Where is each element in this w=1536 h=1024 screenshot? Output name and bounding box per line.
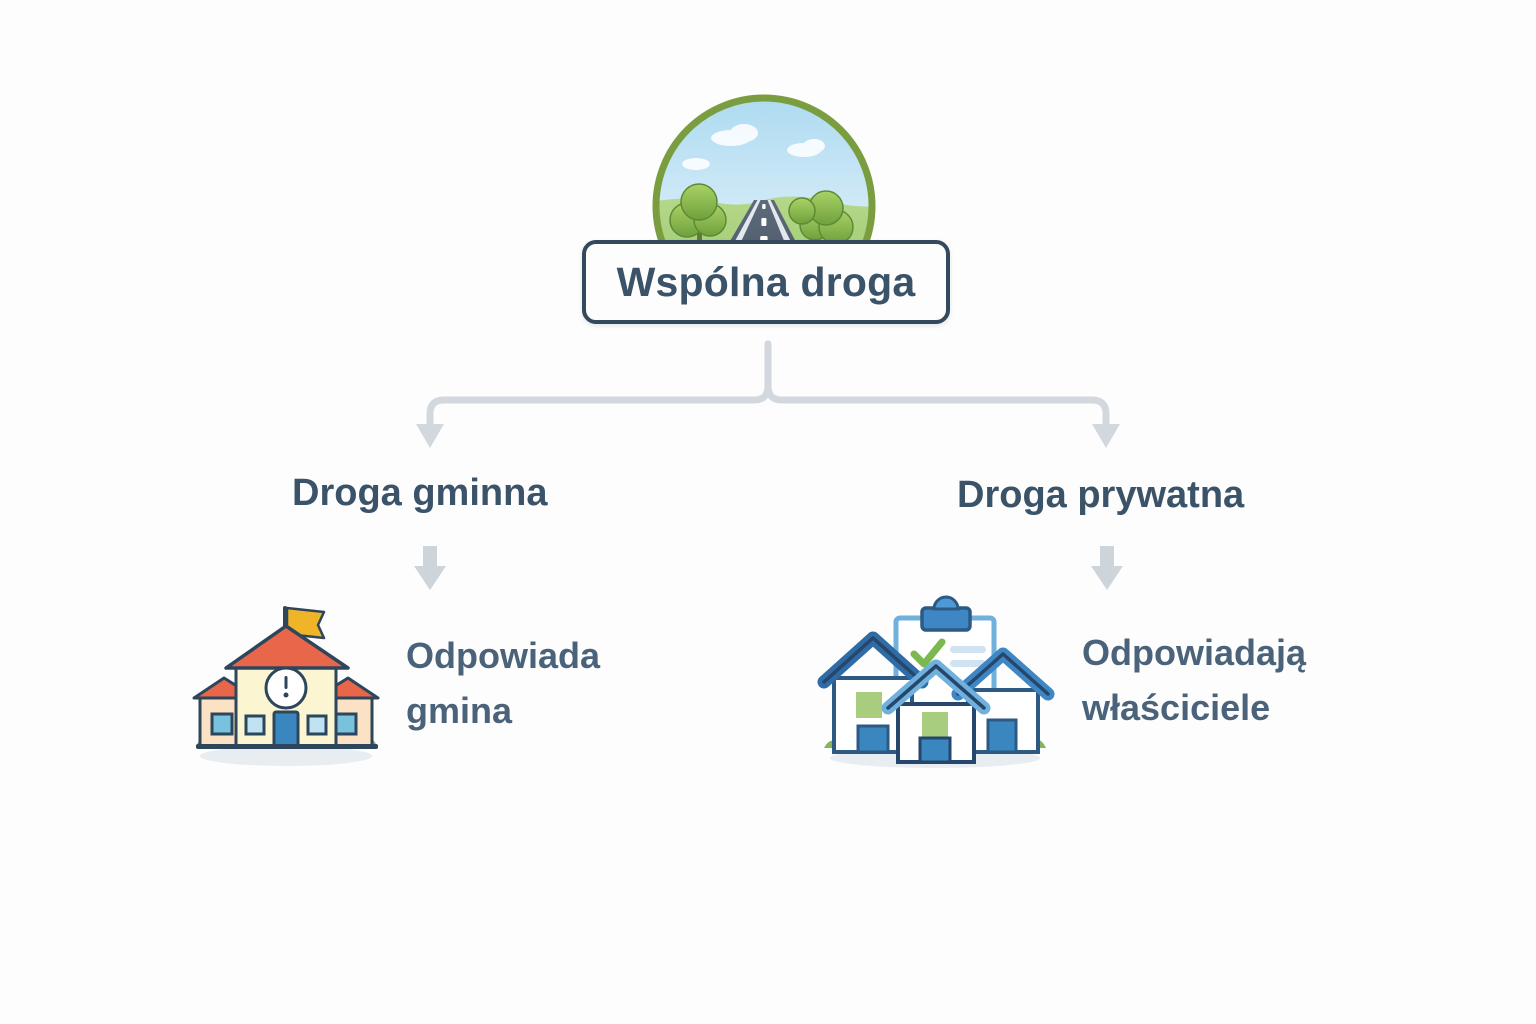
house-right [951,647,1055,754]
arrowhead-left-leaf [414,566,446,590]
house-center [881,659,991,764]
connector-left-leaf [423,546,437,570]
root-node[interactable]: Wspólna droga [582,240,950,324]
leaf-group-gmina: Odpowiada gmina [178,598,600,770]
connector-right-leaf [1100,546,1114,570]
arrowhead-left-branch [416,424,444,448]
check-icon [910,638,946,668]
leaf-group-wlasciciele: Odpowiadają właściciele [800,592,1306,770]
leaf-text-odpowiada-gmina: Odpowiada gmina [406,635,601,731]
page-title: Wspólna droga [616,258,916,305]
houses-with-clipboard-icon [817,595,1055,768]
connector-right-branch [764,340,1110,428]
connector-left-branch [426,340,772,428]
arrowhead-right-leaf [1091,566,1123,590]
leaf-text-odpowiadaja-wlasciciele: Odpowiadają właściciele [1082,632,1307,728]
tree-right [788,190,854,270]
branch-label-droga-gminna[interactable]: Droga gminna [292,472,548,514]
town-hall-icon [192,606,380,766]
branch-label-droga-prywatna[interactable]: Droga prywatna [957,474,1245,516]
arrowhead-right-branch [1092,424,1120,448]
